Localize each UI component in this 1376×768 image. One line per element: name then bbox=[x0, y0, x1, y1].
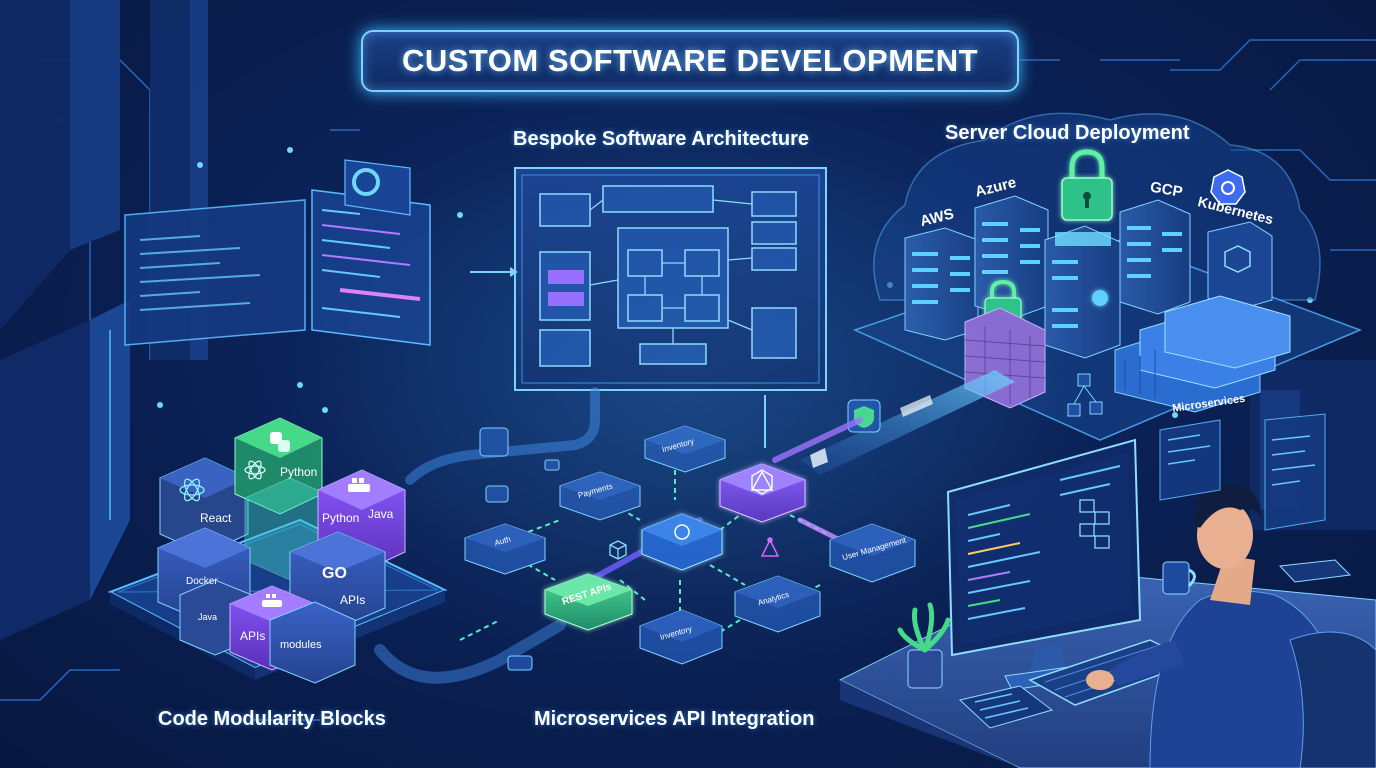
block-label-java-small: Java bbox=[198, 612, 217, 622]
developer bbox=[1086, 484, 1346, 768]
service-label-auth: Auth bbox=[493, 534, 511, 547]
background-pillars bbox=[0, 0, 1376, 640]
server-gcp bbox=[1119, 199, 1191, 315]
block-label-apis-front: APIs bbox=[240, 629, 265, 643]
title-banner: CUSTOM SOFTWARE DEVELOPMENT bbox=[361, 30, 1019, 92]
docker-icon bbox=[262, 594, 282, 607]
container-stack bbox=[1114, 295, 1291, 413]
section-label-modularity: Code Modularity Blocks bbox=[158, 708, 386, 730]
block-modules bbox=[269, 601, 356, 684]
block-label-docker: Docker bbox=[186, 576, 218, 587]
kubernetes-icon bbox=[1210, 169, 1246, 205]
block-label-python-top: Python bbox=[280, 465, 317, 479]
block-react bbox=[159, 457, 249, 555]
block-label-java: Java bbox=[368, 507, 394, 521]
block-label-python: Python bbox=[322, 511, 359, 525]
python-icon bbox=[270, 432, 290, 452]
section-label-cloud: Server Cloud Deployment bbox=[945, 122, 1190, 144]
block-label-go: GO bbox=[322, 565, 347, 582]
code-window-left bbox=[124, 199, 306, 346]
padlock-icon bbox=[1061, 149, 1113, 221]
mug-icon bbox=[1162, 561, 1196, 595]
react-icon bbox=[244, 460, 266, 480]
block-label-react: React bbox=[200, 511, 232, 525]
right-floating-panels bbox=[1159, 413, 1326, 531]
section-label-integration: Microservices API Integration bbox=[534, 708, 815, 730]
chair bbox=[1289, 631, 1376, 768]
block-label-apis-right: APIs bbox=[340, 593, 365, 607]
section-label-architecture: Bespoke Software Architecture bbox=[513, 128, 810, 150]
page-title: CUSTOM SOFTWARE DEVELOPMENT bbox=[401, 43, 979, 78]
block-label-modules: modules bbox=[280, 639, 322, 651]
kubernetes-node bbox=[1207, 221, 1273, 313]
tablet bbox=[958, 685, 1054, 729]
phone bbox=[1278, 559, 1352, 583]
react-icon bbox=[179, 478, 205, 502]
cloud-label-gcp: GCP bbox=[1149, 179, 1184, 201]
